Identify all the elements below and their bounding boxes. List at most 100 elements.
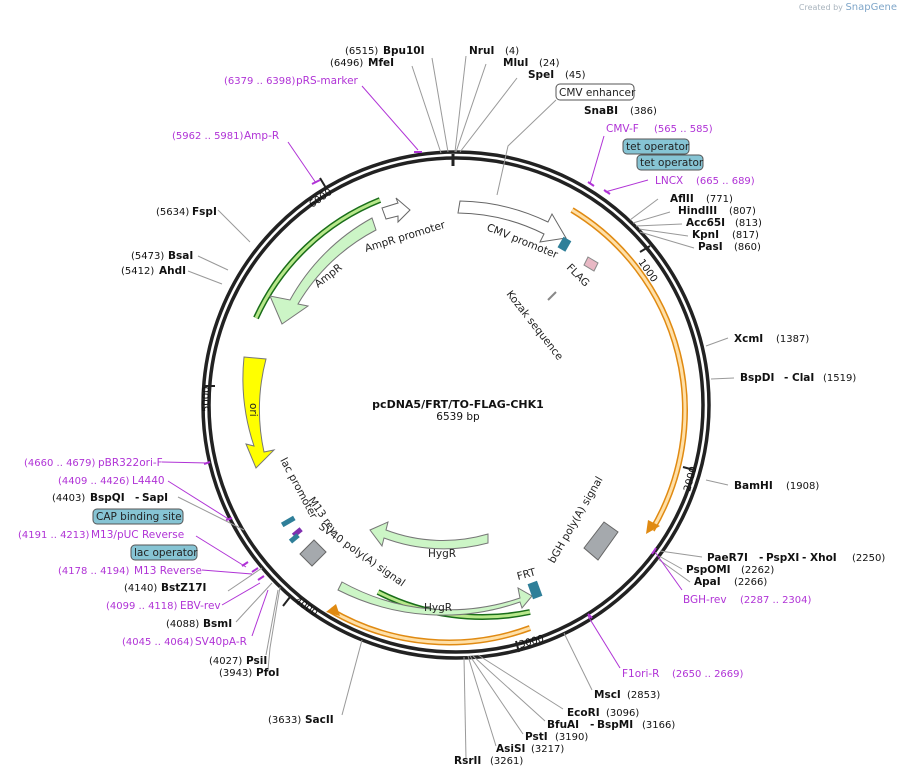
ampr-feature (269, 217, 377, 325)
enzyme-rsrii-pos: (3261) (490, 756, 523, 767)
primer-cmv-f: CMV-F (606, 123, 639, 135)
enzyme-pasi: PasI (698, 241, 723, 253)
enzyme-ahdi-pos: (5412) (121, 266, 154, 277)
primer-pbr322ori-f: pBR322ori-F (98, 457, 163, 469)
enzyme-bsmi: BsmI (203, 618, 232, 630)
enzyme-xhoi: XhoI (810, 552, 837, 564)
enzyme-bfuai: BfuAI (547, 719, 579, 731)
enzyme-clai-pos: (1519) (823, 373, 856, 384)
primer-sv40pa-r: SV40pA-R (195, 636, 247, 648)
enzyme-nrui: NruI (469, 45, 494, 57)
enzyme-msci: MscI (594, 689, 621, 701)
ori-feature (242, 356, 276, 469)
primer-m13-reverse-pos: (4178 .. 4194) (58, 566, 130, 577)
enzyme-pspxi: PspXI (766, 552, 799, 564)
enzyme-hindiii: HindIII (678, 205, 717, 217)
primer-amp-r: Amp-R (244, 130, 279, 142)
enzyme-bstz17i: BstZ17I (161, 582, 206, 594)
enzyme-ecori-pos: (3096) (606, 708, 639, 719)
backbone-inner (207, 156, 705, 654)
enzyme-sep-1: - (784, 372, 788, 384)
enzyme-bspqi: BspQI (90, 492, 125, 504)
enzyme-hindiii-pos: (807) (729, 206, 756, 217)
enzyme-mfei-pos: (6496) (330, 58, 363, 69)
primer-amp-r-pos: (5962 .. 5981) (172, 131, 244, 142)
enzyme-sep-2: - (759, 552, 763, 564)
enzyme-rsrii: RsrII (454, 755, 481, 767)
sv40-polya-label: SV40 poly(A) signal (316, 521, 407, 590)
enzyme-spei-pos: (45) (565, 70, 586, 81)
kozak-marker (547, 291, 557, 301)
enzyme-sacii-pos: (3633) (268, 715, 301, 726)
enzyme-bspmi-pos: (3166) (642, 720, 675, 731)
cmv-promoter-feature (457, 200, 567, 243)
enzyme-bsmi-pos: (4088) (166, 619, 199, 630)
enzyme-bsai-pos: (5473) (131, 251, 164, 262)
primer-bgh-rev-pos: (2287 .. 2304) (740, 595, 812, 606)
enzyme-kpni: KpnI (692, 229, 719, 241)
enzyme-aflii-pos: (771) (706, 194, 733, 205)
enzyme-bspqi-pos: (4403) (52, 493, 85, 504)
primer-ticks (203, 151, 657, 619)
enzyme-sep-3: - (802, 552, 806, 564)
sv40-polya-feature (299, 539, 327, 567)
enzyme-sapi: SapI (142, 492, 168, 504)
enzyme-sep-5: - (135, 492, 139, 504)
bgh-polya-feature (583, 521, 619, 561)
primer-leaders (161, 85, 683, 669)
enzyme-bpu10i-pos: (6515) (345, 46, 378, 57)
hygr-inner-feature (369, 521, 489, 550)
enzyme-nrui-pos: (4) (505, 46, 519, 57)
snapgene-credit: Created by SnapGene (799, 2, 897, 13)
primer-f1ori-r: F1ori-R (622, 668, 659, 680)
kozak-label: Kozak sequence (504, 288, 566, 362)
primer-ebv-rev-pos: (4099 .. 4118) (106, 601, 178, 612)
enzyme-apai-pos: (2266) (734, 577, 767, 588)
enzyme-sep-4: - (590, 719, 594, 731)
enzyme-kpni-pos: (817) (732, 230, 759, 241)
enzyme-psti: PstI (525, 731, 548, 743)
ampr-promoter-feature (381, 197, 411, 224)
enzyme-clai: ClaI (792, 372, 814, 384)
hygr-2-label: HygR (424, 602, 452, 614)
primer-cmv-f-pos: (565 .. 585) (654, 124, 713, 135)
enzyme-leaders (177, 55, 735, 760)
enzyme-xhoi-pos: (2250) (852, 553, 885, 564)
ampr-promoter-label: AmpR promoter (363, 219, 447, 255)
enzyme-sacii: SacII (305, 714, 334, 726)
enzyme-bamhi: BamHI (734, 480, 773, 492)
enzyme-asisi: AsiSI (496, 743, 525, 755)
enzyme-mlui: MluI (503, 57, 528, 69)
enzyme-psti-pos: (3190) (555, 732, 588, 743)
primer-l4440: L4440 (132, 475, 165, 487)
primer-m13-puc-reverse-pos: (4191 .. 4213) (18, 530, 90, 541)
primer-prs-marker: pRS-marker (296, 75, 359, 87)
enzyme-fspi-pos: (5634) (156, 207, 189, 218)
flag-feature (583, 256, 599, 272)
tick-label-5000: 5000 (201, 387, 212, 412)
enzyme-bstz17i-pos: (4140) (124, 583, 157, 594)
primer-f1ori-r-pos: (2650 .. 2669) (672, 669, 744, 680)
lac-marker (288, 533, 300, 544)
enzyme-psii-pos: (4027) (209, 656, 242, 667)
enzyme-aflii: AflII (670, 193, 694, 205)
tet-operator-2-label: tet operator (640, 157, 704, 169)
enzyme-snabi-pos: (386) (630, 106, 657, 117)
orf-arrow-head (646, 520, 660, 534)
hygr-1-label: HygR (428, 548, 456, 560)
ori-label: ori (247, 403, 259, 417)
cmv-marker-teal (557, 236, 572, 252)
orf-arc-bottom-fill (329, 608, 531, 644)
enzyme-acc65i-pos: (813) (735, 218, 762, 229)
primer-labels: (6379 .. 6398) pRS-marker (5962 .. 5981)… (18, 75, 812, 680)
orf-arrow-head-2 (326, 604, 340, 616)
primer-pbr322ori-f-pos: (4660 .. 4679) (24, 458, 96, 469)
enzyme-pspomi: PspOMI (686, 564, 731, 576)
primer-m13-reverse: M13 Reverse (134, 565, 202, 577)
enzyme-ecori: EcoRI (567, 707, 600, 719)
primer-sv40pa-r-pos: (4045 .. 4064) (122, 637, 194, 648)
enzyme-apai: ApaI (694, 576, 721, 588)
enzyme-pspomi-pos: (2262) (741, 565, 774, 576)
primer-prs-marker-pos: (6379 .. 6398) (224, 76, 296, 87)
